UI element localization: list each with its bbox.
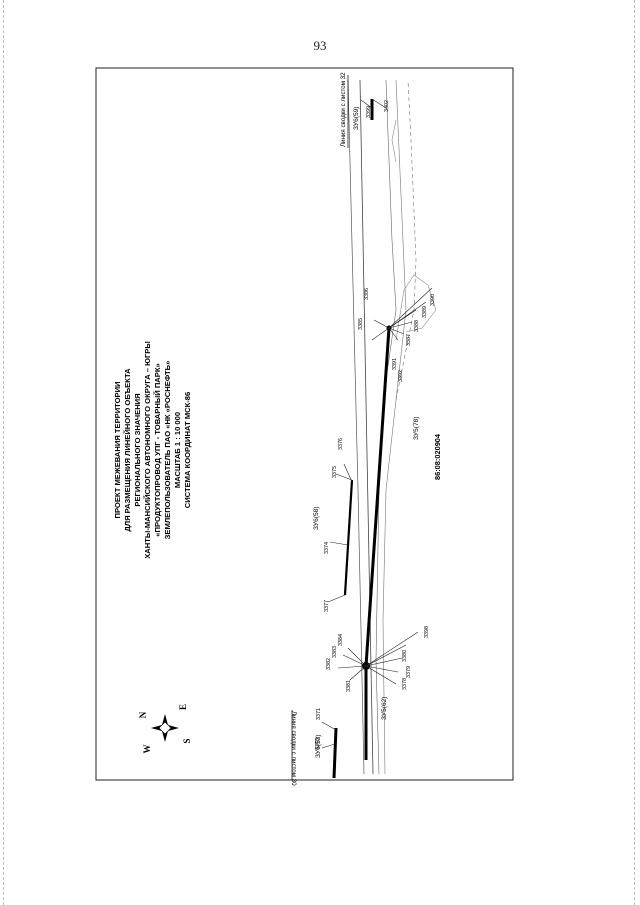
compass-n: N [138,711,148,718]
page-number: 93 [313,38,327,53]
cadastral-block-label-group: 86:08:020904 [433,433,442,480]
title-line-1: ПРОЕКТ МЕЖЕВАНИЯ ТЕРРИТОРИИ [113,381,122,518]
point-3389: 3389 [422,306,428,318]
point-3375: 3375 [332,466,338,478]
leaders-3391 [371,287,433,341]
match-line-labels: Линия сводки с листом 32 Линия сводки с … [290,72,349,786]
point-3371: 3371 [316,708,322,720]
point-3386: 3386 [364,288,370,300]
parcel-zu53-label: ЗУ6(53) [315,735,322,759]
title-line-3: РЕГИОНАЛЬНОГО ЗНАЧЕНИЯ [133,393,142,506]
parcel-zu62-label: ЗУ5(62) [381,697,388,721]
point-3392: 3392 [398,370,404,382]
point-3374: 3374 [324,542,330,554]
point-3381: 3381 [346,680,352,692]
compass-s: S [182,738,192,743]
leaders-3381 [337,631,419,685]
compass-rose: N E S W [138,704,192,754]
road-dashed-axis [395,79,417,401]
parcel-labels: ЗУ6(53) ЗУ6(58) ЗУ6(59) ЗУ5(62) ЗУ5(78) [313,107,420,759]
left-page-edge [3,0,4,905]
parcel-zu78-boundary [364,327,391,667]
point-3398: 3398 [424,626,430,638]
title-line-7: МАСШТАБ 1 : 10 000 [173,412,182,488]
road-edge-line-2 [382,79,407,775]
point-3385: 3385 [358,318,364,330]
point-3378: 3378 [402,678,408,690]
parcel-zu59-label: ЗУ6(59) [353,107,360,131]
parcel-zu78-label: ЗУ5(78) [413,417,420,441]
point-3399: 3399 [366,106,372,118]
map-drawing: ПРОЕКТ МЕЖЕВАНИЯ ТЕРРИТОРИИ ДЛЯ РАЗМЕЩЕН… [113,72,442,786]
point-3387: 3387 [406,334,412,346]
title-line-5: «ПРОДУКТОПРОВОД УПГ - ТОВАРНЫЙ ПАРК» [153,363,162,536]
corridor-boundary-outer [359,79,374,775]
map-frame [95,67,514,781]
parcel-zu58-boundary [343,479,354,596]
point-3370: 3370 [315,738,321,750]
point-3380: 3380 [402,650,408,662]
point-3388: 3388 [414,320,420,332]
point-3391: 3391 [392,358,398,370]
point-labels: 3370 3371 3377 3374 3375 3376 3382 3383 … [315,100,436,750]
compass-e: E [178,704,188,710]
point-3376: 3376 [338,438,344,450]
point-3384: 3384 [338,634,344,646]
point-3390: 3390 [430,294,436,306]
road-branch [395,274,437,341]
point-3382: 3382 [326,658,332,670]
title-line-4: ХАНТЫ-МАНСИЙСКОГО АВТОНОМНОГО ОКРУГА – Ю… [143,341,152,559]
compass-inner-icon [158,721,172,735]
parcel-zu53-boundary [332,727,338,779]
cadastral-block-label: 86:08:020904 [433,433,442,480]
point-3383: 3383 [332,646,338,658]
point-3379: 3379 [406,666,412,678]
match-line-top: Линия сводки с листом 32 [340,72,347,147]
match-line-bottom: Линия сводки с листом 30 [290,711,297,786]
parcel-zu58-label: ЗУ6(58) [313,507,320,531]
compass-w: W [142,745,152,754]
corridor-boundary-inner [347,79,365,775]
point-3402: 3402 [384,100,390,112]
title-block: ПРОЕКТ МЕЖЕВАНИЯ ТЕРРИТОРИИ ДЛЯ РАЗМЕЩЕН… [113,341,192,559]
title-line-8: СИСТЕМА КООРДИНАТ МСК-86 [183,392,192,509]
road-branch-2 [391,119,397,163]
title-line-6: ЗЕМЛЕПОЛЬЗОВАТЕЛЬ ПАО «НК «РОСНЕФТЬ» [163,361,172,540]
right-page-edge [634,0,635,905]
title-line-2: ДЛЯ РАЗМЕЩЕНИЯ ЛИНЕЙНОГО ОБЪЕКТА [123,368,132,532]
leaders-misc [321,98,387,749]
point-3377: 3377 [324,600,330,612]
